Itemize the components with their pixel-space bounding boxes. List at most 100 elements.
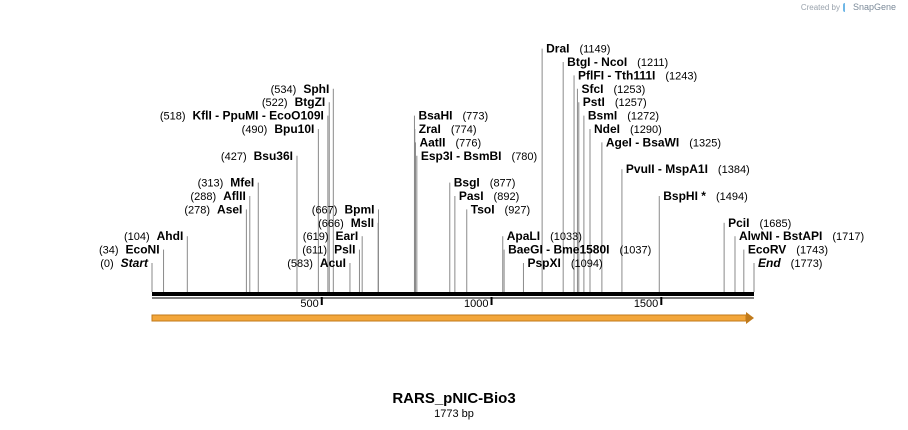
site-position: (1037) [619, 245, 651, 257]
site-position: (1243) [665, 70, 697, 82]
site-label[interactable]: BsgI (877) [454, 176, 516, 190]
site-name: AseI [217, 202, 242, 216]
site-label[interactable]: (583)AcuI [287, 256, 346, 270]
site-name: EcoNI [126, 243, 160, 257]
site-label[interactable]: (313)MfeI [198, 176, 255, 190]
site-label[interactable]: (534) SphI [271, 82, 330, 96]
site-label[interactable]: ApaLI (1033) [507, 229, 582, 243]
site-position: (1494) [716, 191, 748, 203]
site-label[interactable]: (427) Bsu36I [221, 149, 293, 163]
site-label[interactable]: EcoRV (1743) [748, 243, 828, 257]
site-label[interactable]: PstI(1257) [583, 95, 647, 109]
site-position: (666) [318, 218, 344, 230]
site-position: (490) [242, 124, 268, 136]
site-position: (522) [262, 97, 288, 109]
site-name: AatII [419, 135, 445, 149]
site-name: AflII [223, 189, 246, 203]
site-name: BsgI [454, 176, 480, 190]
site-name: BaeGI - Bme1580I [508, 243, 609, 257]
map-length: 1773 bp [434, 408, 474, 420]
site-name: KflI - PpuMI - EcoO109I [193, 109, 324, 123]
site-position: (776) [455, 137, 481, 149]
site-label[interactable]: (667)BpmI [312, 202, 375, 216]
site-position: (288) [190, 191, 216, 203]
site-position: (0) [100, 258, 113, 270]
site-label[interactable]: (34)EcoNI [99, 243, 160, 257]
site-label[interactable]: (619) EarI [303, 229, 358, 243]
site-position: (774) [451, 124, 477, 136]
site-position: (1717) [832, 231, 864, 243]
site-name: ApaLI [507, 229, 540, 243]
site-label[interactable]: End(1773) [758, 256, 822, 270]
site-label[interactable]: PasI(892) [459, 189, 519, 203]
site-label[interactable]: (522) BtgZI [262, 95, 325, 109]
site-name: BtgI - NcoI [567, 55, 627, 69]
site-label[interactable]: ZraI(774) [419, 122, 477, 136]
site-label[interactable]: PciI(1685) [728, 216, 791, 230]
site-position: (1272) [627, 111, 659, 123]
site-position: (1325) [689, 137, 721, 149]
site-position: (534) [271, 84, 297, 96]
site-position: (780) [512, 151, 538, 163]
site-position: (619) [303, 231, 329, 243]
site-position: (104) [124, 231, 150, 243]
site-label[interactable]: BtgI - NcoI (1211) [567, 55, 668, 69]
site-label[interactable]: (611)PslI [302, 243, 355, 257]
site-name: SfcI [581, 82, 603, 96]
site-position: (1033) [550, 231, 582, 243]
site-label[interactable]: PvuII - MspA1I(1384) [626, 162, 750, 176]
site-name: MfeI [230, 176, 254, 190]
site-label[interactable]: (490) Bpu10I [242, 122, 315, 136]
site-label[interactable]: NdeI(1290) [594, 122, 662, 136]
tick-label: 500 [300, 298, 318, 310]
site-label[interactable]: TsoI(927) [471, 202, 530, 216]
site-label[interactable]: (666)MslI [318, 216, 374, 230]
site-label[interactable]: (278) AseI [184, 202, 242, 216]
site-label[interactable]: BaeGI - Bme1580I (1037) [508, 243, 651, 257]
site-name: NdeI [594, 122, 620, 136]
site-label[interactable]: BspHI * (1494) [663, 189, 747, 203]
site-name: PstI [583, 95, 605, 109]
site-name: Bsu36I [254, 149, 293, 163]
site-label[interactable]: AatII (776) [419, 135, 481, 149]
site-position: (892) [494, 191, 520, 203]
site-position: (278) [184, 204, 210, 216]
site-name: Esp3I - BsmBI [421, 149, 502, 163]
site-name: BtgZI [295, 95, 326, 109]
site-position: (1685) [759, 218, 791, 230]
site-label[interactable]: Esp3I - BsmBI (780) [421, 149, 537, 163]
site-name: EarI [335, 229, 358, 243]
site-name: EcoRV [748, 243, 786, 257]
site-position: (1253) [613, 84, 645, 96]
site-label[interactable]: AlwNI - BstAPI(1717) [739, 229, 864, 243]
tick-label: 1000 [464, 298, 488, 310]
site-name: AcuI [320, 256, 346, 270]
site-position: (1094) [571, 258, 603, 270]
site-name: BspHI * [663, 189, 706, 203]
tick-label: 1500 [634, 298, 658, 310]
site-position: (427) [221, 151, 247, 163]
site-label[interactable]: AgeI - BsaWI(1325) [606, 135, 721, 149]
site-lines [151, 48, 755, 292]
site-position: (1211) [637, 57, 668, 69]
site-name: Bpu10I [274, 122, 314, 136]
snapgene-logo-icon [842, 2, 850, 12]
site-name: SphI [303, 82, 329, 96]
site-label[interactable]: (288) AflII [190, 189, 245, 203]
credit-brand: SnapGene [852, 2, 896, 12]
site-label[interactable]: (0)Start [100, 256, 149, 270]
site-label[interactable]: DraI(1149) [546, 42, 610, 56]
site-label[interactable]: PspXI(1094) [527, 256, 602, 270]
site-label[interactable]: SfcI (1253) [581, 82, 645, 96]
credit-prefix: Created by [800, 2, 840, 12]
site-position: (1743) [796, 245, 828, 257]
site-label[interactable]: BsaHI(773) [418, 109, 488, 123]
feature-arrow[interactable] [151, 312, 754, 324]
site-label[interactable]: (104)AhdI [124, 229, 183, 243]
site-label[interactable]: (518)KflI - PpuMI - EcoO109I [160, 109, 324, 123]
site-position: (877) [490, 178, 516, 190]
site-label[interactable]: BsmI(1272) [588, 109, 659, 123]
site-name: BsaHI [418, 109, 452, 123]
site-position: (1384) [718, 164, 750, 176]
site-label[interactable]: PflFI - Tth111I(1243) [578, 68, 697, 82]
